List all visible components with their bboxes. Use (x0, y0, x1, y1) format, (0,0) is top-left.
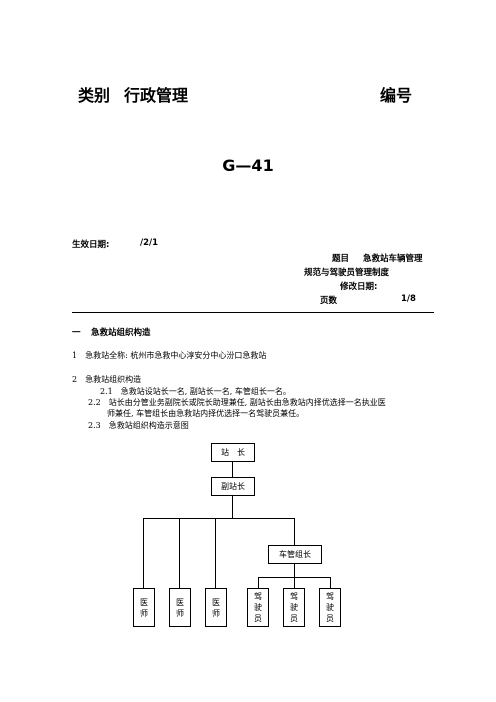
doctor-char-1: 医 (212, 597, 220, 607)
doctor-char-1: 医 (140, 597, 148, 607)
pages-label: 页数 (320, 296, 338, 306)
doctor-box-3: 医 师 (205, 588, 227, 627)
driver-char-2: 驶 (254, 603, 262, 612)
driver-char-3: 员 (326, 614, 334, 623)
effective-date-label: 生效日期: (72, 240, 110, 250)
item-2: 2 急救站组织构造 (72, 375, 142, 384)
connector-deputy-bus (232, 495, 233, 518)
section-title: 急救站组织构造 (91, 328, 151, 338)
category-label: 类别 (78, 86, 111, 105)
item-2-2-line1: 2.2 站长由分管业务副院长或院长助理兼任, 副站长由急救站内择优选择一名执业医 (88, 398, 386, 407)
driver-box-2: 驾 驶 员 (283, 588, 305, 627)
deputy-head-label: 副站长 (221, 482, 245, 491)
station-head-box: 站 长 (211, 443, 255, 462)
driver-char-2: 驶 (290, 603, 298, 612)
vehicle-leader-box: 车管组长 (268, 545, 322, 564)
connector-bus-vehicle (294, 518, 295, 545)
connector-driver-1 (258, 577, 259, 589)
driver-char-3: 员 (290, 614, 298, 623)
driver-char-1: 驾 (254, 592, 262, 601)
subject-label: 题目 (332, 254, 350, 264)
driver-box-1: 驾 驶 员 (247, 588, 269, 627)
driver-char-2: 驶 (326, 603, 334, 612)
driver-char-1: 驾 (290, 592, 298, 601)
doctor-box-1: 医 师 (133, 588, 155, 627)
subject-value-line2: 规范与驾驶员管理制度 (304, 268, 390, 278)
deputy-head-box: 副站长 (211, 477, 255, 496)
vehicle-leader-label: 车管组长 (279, 550, 311, 559)
item-2-1: 2.1 急救站设站长一名, 副站长一名, 车管组长一名。 (100, 387, 291, 396)
connector-bus-top (143, 518, 295, 519)
doctor-char-2: 师 (176, 608, 184, 618)
item-2-2-line2: 师兼任, 车管组长由急救站内择优选择一名驾驶员兼任。 (107, 409, 305, 418)
connector-doctor-1 (143, 518, 144, 589)
connector-driver-3 (330, 577, 331, 589)
item-1: 1 急救站全称: 杭州市急救中心淳安分中心汾口急救站 (72, 351, 267, 360)
revised-date-label: 修改日期: (340, 282, 378, 292)
doctor-char-2: 师 (212, 608, 220, 618)
driver-char-3: 员 (254, 614, 262, 623)
doc-number: G—41 (222, 156, 274, 175)
connector-head-deputy (232, 461, 233, 478)
effective-date-value: /2/1 (140, 238, 159, 248)
subject-value-line1: 急救站车辆管理 (363, 254, 423, 264)
pages-value: 1/8 (401, 294, 416, 304)
doctor-char-2: 师 (140, 608, 148, 618)
section-number: 一 (72, 328, 81, 338)
connector-doctor-3 (215, 518, 216, 589)
connector-vehicle-bus (294, 563, 295, 577)
driver-box-3: 驾 驶 员 (319, 588, 341, 627)
category-value: 行政管理 (124, 86, 189, 105)
connector-doctor-2 (179, 518, 180, 589)
item-2-3: 2.3 急救站组织构造示意图 (88, 421, 189, 430)
driver-char-1: 驾 (326, 592, 334, 601)
station-head-label: 站 长 (221, 448, 245, 457)
doctor-char-1: 医 (176, 597, 184, 607)
doctor-box-2: 医 师 (169, 588, 191, 627)
number-label: 编号 (380, 86, 413, 105)
header-divider (72, 312, 434, 313)
connector-driver-2 (294, 577, 295, 589)
